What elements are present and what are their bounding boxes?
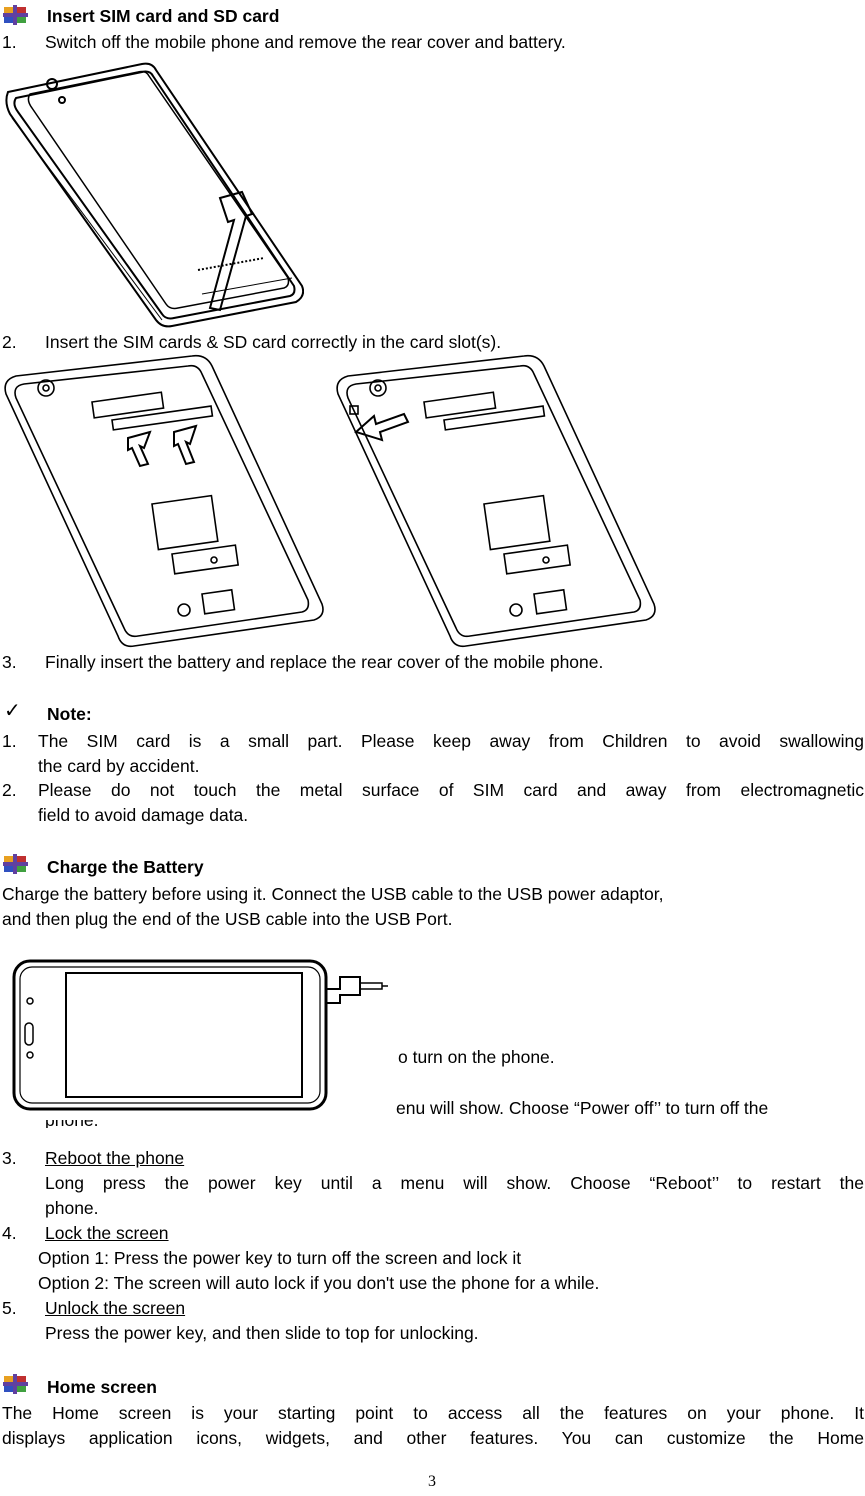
step-number: 1.	[2, 32, 17, 52]
item-text: Long press the power key until a menu wi…	[45, 1173, 864, 1193]
item-number: 4.	[2, 1223, 17, 1243]
step-text: Switch off the mobile phone and remove t…	[45, 32, 566, 52]
item-text: Press the power key, and then slide to t…	[45, 1323, 479, 1343]
note-number: 1.	[2, 731, 17, 751]
check-mark-icon: ✓	[4, 700, 21, 722]
colored-bullet-icon	[3, 5, 28, 25]
paragraph-text: displays application icons, widgets, and…	[2, 1428, 864, 1448]
section-heading-battery: Charge the Battery	[47, 857, 204, 877]
note-text-cont: the card by accident.	[38, 756, 200, 776]
item-text: phone.	[45, 1198, 99, 1218]
phone-charging-illustration	[10, 953, 390, 1113]
step-text: Insert the SIM cards & SD card correctly…	[45, 332, 502, 352]
item-title: Lock the screen	[45, 1223, 169, 1243]
section-heading-sim: Insert SIM card and SD card	[47, 6, 280, 26]
note-label: Note:	[47, 704, 92, 724]
section-heading-home: Home screen	[47, 1377, 157, 1397]
paragraph-text: and then plug the end of the USB cable i…	[2, 909, 453, 929]
phone-rear-cover-illustration	[5, 62, 304, 328]
note-text: The SIM card is a small part. Please kee…	[38, 731, 864, 751]
partial-text: enu will show. Choose “Power off’’ to tu…	[396, 1098, 769, 1118]
item-number: 5.	[2, 1298, 17, 1318]
sim-slot-illustration	[4, 354, 324, 648]
item-title: Reboot the phone	[45, 1148, 185, 1168]
step-number: 2.	[2, 332, 17, 352]
paragraph-text: The Home screen is your starting point t…	[2, 1403, 864, 1423]
note-number: 2.	[2, 780, 17, 800]
colored-bullet-icon	[3, 1374, 28, 1394]
item-title: Unlock the screen	[45, 1298, 186, 1318]
page-number: 3	[428, 1473, 436, 1490]
note-text: Please do not touch the metal surface of…	[38, 780, 864, 800]
item-number: 3.	[2, 1148, 17, 1168]
partial-text: phone.	[45, 1120, 99, 1128]
paragraph-text: Charge the battery before using it. Conn…	[2, 884, 664, 904]
step-text: Finally insert the battery and replace t…	[45, 652, 604, 672]
colored-bullet-icon	[3, 854, 28, 874]
note-text-cont: field to avoid damage data.	[38, 805, 249, 825]
partial-text: o turn on the phone.	[398, 1047, 555, 1067]
item-text: Option 1: Press the power key to turn of…	[38, 1248, 522, 1268]
item-text: Option 2: The screen will auto lock if y…	[38, 1273, 600, 1293]
sd-slot-illustration	[336, 354, 656, 648]
step-number: 3.	[2, 652, 17, 672]
